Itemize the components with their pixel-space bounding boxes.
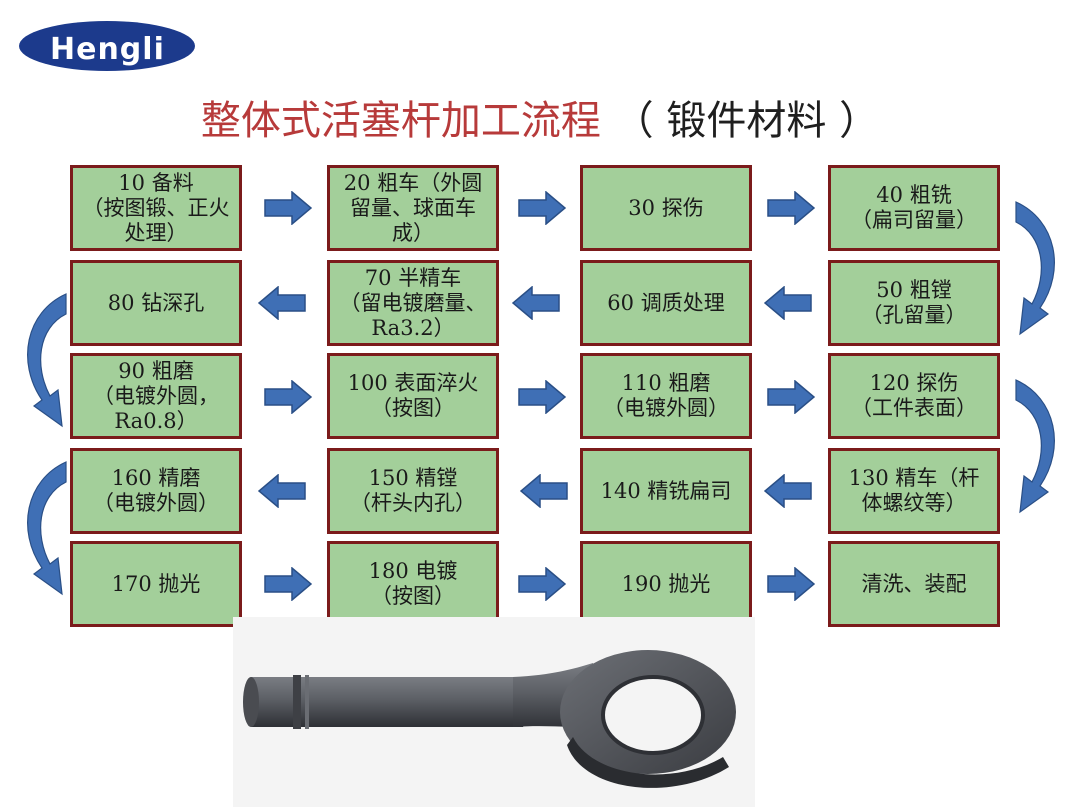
arrow-right-icon <box>518 380 566 414</box>
step-80: 80 钻深孔 <box>70 260 242 346</box>
arrow-right-icon <box>767 380 815 414</box>
arrow-left-icon <box>258 286 306 320</box>
step-120: 120 探伤 （工件表面） <box>828 353 1000 439</box>
step-30: 30 探伤 <box>580 165 752 251</box>
step-90: 90 粗磨 （电镀外圆，Ra0.8） <box>70 353 242 439</box>
step-180: 180 电镀 （按图） <box>327 541 499 627</box>
arrow-right-icon <box>767 191 815 225</box>
piston-rod-image <box>233 617 755 807</box>
title-main: 整体式活塞杆加工流程 <box>200 98 601 144</box>
arrow-left-icon <box>258 474 306 508</box>
arrow-right-icon <box>518 191 566 225</box>
title-suffix: （ 锻件材料 ） <box>613 98 880 144</box>
step-20: 20 粗车（外圆留量、球面车成） <box>327 165 499 251</box>
step-160: 160 精磨 （电镀外圆） <box>70 448 242 534</box>
step-110: 110 粗磨 （电镀外圆） <box>580 353 752 439</box>
step-170: 170 抛光 <box>70 541 242 627</box>
step-100: 100 表面淬火 （按图） <box>327 353 499 439</box>
curved-arrow-down-icon <box>27 293 67 428</box>
step-60: 60 调质处理 <box>580 260 752 346</box>
page-title: 整体式活塞杆加工流程 （ 锻件材料 ） <box>0 88 1080 146</box>
arrow-left-icon <box>764 474 812 508</box>
step-150: 150 精镗 （杆头内孔） <box>327 448 499 534</box>
arrow-left-icon <box>764 286 812 320</box>
arrow-right-icon <box>767 567 815 601</box>
step-190: 190 抛光 <box>580 541 752 627</box>
logo-text: Hengli <box>50 32 165 67</box>
arrow-right-icon <box>264 191 312 225</box>
step-70: 70 半精车 （留电镀磨量、Ra3.2） <box>327 260 499 346</box>
step-10: 10 备料 （按图锻、正火处理） <box>70 165 242 251</box>
arrow-right-icon <box>264 380 312 414</box>
step-40: 40 粗铣 （扁司留量） <box>828 165 1000 251</box>
step-final: 清洗、装配 <box>828 541 1000 627</box>
arrow-left-icon <box>520 474 568 508</box>
arrow-right-icon <box>518 567 566 601</box>
hengli-logo: Hengli <box>4 8 204 78</box>
curved-arrow-down-icon <box>1015 379 1055 514</box>
arrow-left-icon <box>512 286 560 320</box>
step-50: 50 粗镗 （孔留量） <box>828 260 1000 346</box>
curved-arrow-down-icon <box>27 461 67 596</box>
arrow-right-icon <box>264 567 312 601</box>
curved-arrow-down-icon <box>1015 201 1055 336</box>
step-140: 140 精铣扁司 <box>580 448 752 534</box>
piston-rod-eye-end-icon <box>243 650 736 788</box>
step-130: 130 精车（杆体螺纹等） <box>828 448 1000 534</box>
